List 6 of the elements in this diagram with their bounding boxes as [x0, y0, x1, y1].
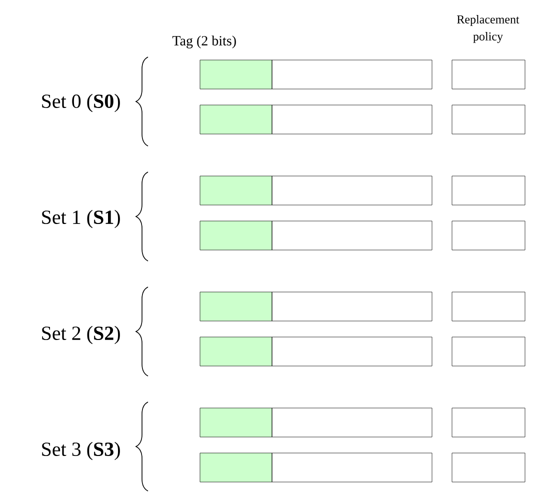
- set-label: Set 2 (S2): [42, 326, 120, 344]
- column-heading: Tag (2 bits): [172, 36, 236, 48]
- set-label: Set 0 (S0): [42, 94, 120, 112]
- set-label: Set 1 (S1): [42, 210, 120, 228]
- set-label: Set 3 (S3): [42, 442, 120, 460]
- column-heading: Replacement policy: [457, 15, 520, 43]
